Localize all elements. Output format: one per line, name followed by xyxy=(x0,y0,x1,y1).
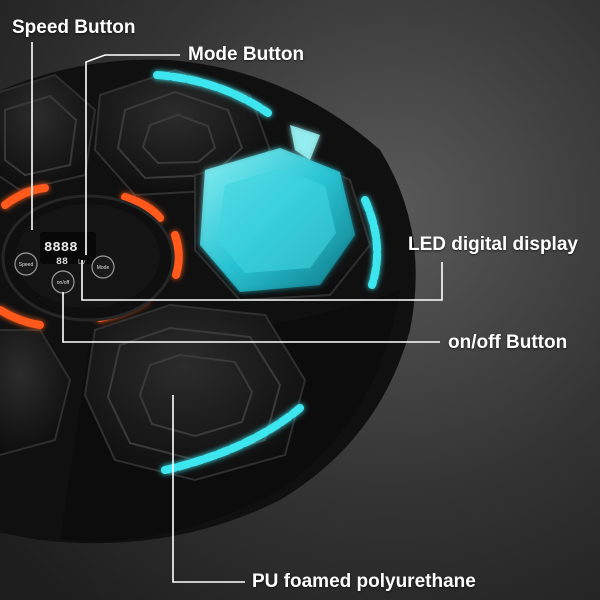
led-display: 8888 88 Lv xyxy=(40,232,96,268)
speed-button-callout: Speed Button xyxy=(12,17,136,38)
callout-line-led xyxy=(81,260,443,301)
led-display-callout: LED digital display xyxy=(408,234,578,255)
mode-button-label: Mode xyxy=(97,265,110,271)
callout-line-onoff xyxy=(62,292,440,343)
pad-bottom-left xyxy=(0,329,72,457)
speed-button[interactable]: Speed xyxy=(14,252,38,276)
display-main-digits: 8888 xyxy=(44,240,78,256)
onoff-button-label: on/off xyxy=(57,280,70,286)
glowing-target-pad xyxy=(200,125,355,292)
display-sub-digits: 88 xyxy=(56,257,68,268)
callout-lines xyxy=(31,42,443,583)
pad-top-left xyxy=(0,73,97,192)
onoff-button-callout: on/off Button xyxy=(448,332,568,353)
speed-button-label: Speed xyxy=(19,262,34,268)
onoff-button[interactable]: on/off xyxy=(51,270,75,294)
pu-material-callout: PU foamed polyurethane xyxy=(252,571,476,592)
mode-button[interactable]: Mode xyxy=(91,255,115,279)
pad-top xyxy=(93,68,272,197)
cyan-led-strips xyxy=(153,71,382,474)
pad-bottom xyxy=(83,303,307,482)
mode-button-callout: Mode Button xyxy=(188,44,305,65)
callout-line-mode xyxy=(85,54,180,255)
callout-line-pu xyxy=(172,395,245,583)
